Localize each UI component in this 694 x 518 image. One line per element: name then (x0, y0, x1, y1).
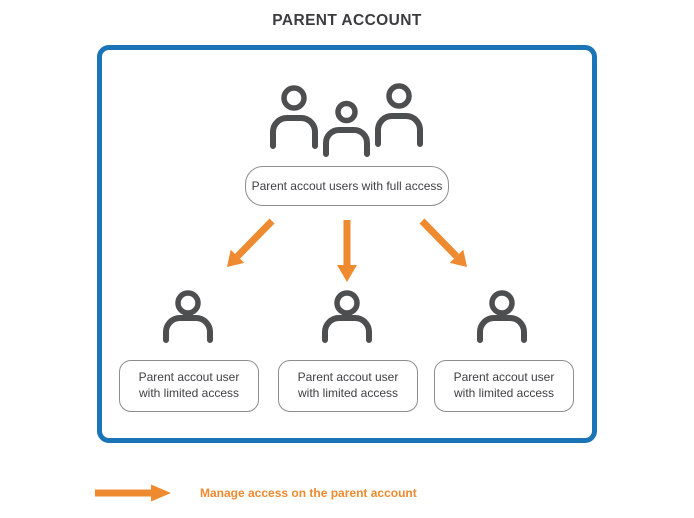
limited-access-box: Parent accout user with limited access (434, 360, 574, 412)
page-title: PARENT ACCOUNT (272, 12, 422, 29)
user-icon (322, 290, 372, 343)
limited-access-line: Parent accout user (453, 370, 555, 385)
legend-label: Manage access on the parent account (200, 486, 417, 500)
limited-access-box: Parent accout user with limited access (119, 360, 259, 412)
group-users-icon (270, 83, 423, 157)
arrow-down-left-icon (227, 218, 275, 267)
limited-access-box: Parent accout user with limited access (278, 360, 418, 412)
arrow-right-icon (95, 484, 171, 502)
limited-access-line: Parent accout user (138, 370, 240, 385)
limited-access-line: with limited access (453, 386, 555, 400)
arrow-down-icon (337, 220, 357, 282)
arrow-down-right-icon (419, 218, 467, 267)
user-icon (163, 290, 213, 343)
user-icon (477, 290, 527, 343)
full-access-box: Parent accout users with full access (245, 166, 449, 206)
limited-access-line: with limited access (297, 386, 399, 400)
full-access-label: Parent accout users with full access (251, 179, 443, 193)
limited-access-line: Parent accout user (297, 370, 399, 385)
limited-access-line: with limited access (138, 386, 240, 400)
arrows-layer (227, 218, 467, 282)
